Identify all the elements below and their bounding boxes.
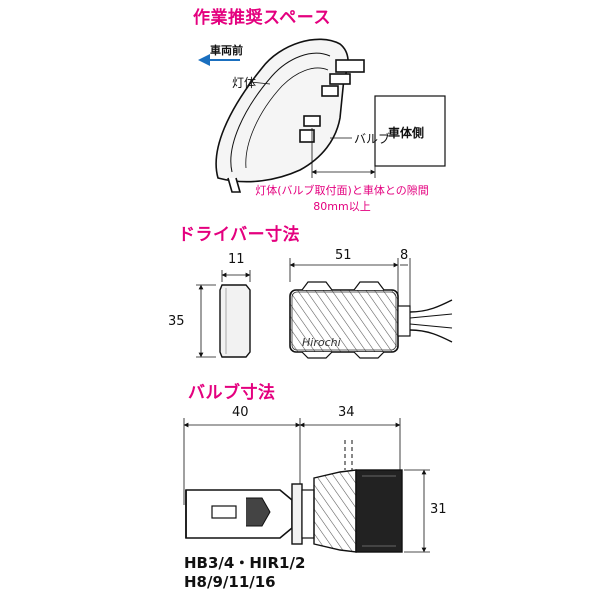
bulb-base-dim: 40 bbox=[232, 405, 249, 420]
driver-height-dim: 35 bbox=[168, 314, 185, 329]
driver-connector-dim: 8 bbox=[400, 248, 409, 263]
vehicle-front-label: 車両前 bbox=[210, 44, 243, 57]
model-line-1: HB3/4・HIR1/2 bbox=[184, 554, 306, 572]
driver-width-side-dim: 11 bbox=[228, 252, 245, 267]
bulb-head-dim: 34 bbox=[338, 405, 355, 420]
driver-top-view bbox=[289, 281, 453, 359]
gap-note-line1: 灯体(バルブ取付面)と車体との隙間 bbox=[255, 184, 429, 197]
gap-note: 灯体(バルブ取付面)と車体との隙間 80mm以上 bbox=[232, 182, 452, 214]
bulb-drawing bbox=[185, 440, 403, 553]
bulb-section-title: バルブ寸法 bbox=[188, 383, 276, 403]
vehicle-front-arrow bbox=[198, 54, 240, 66]
vehicle-body-panel bbox=[374, 95, 446, 167]
model-line-2: H8/9/11/16 bbox=[184, 573, 276, 591]
housing-label: 灯体 bbox=[232, 76, 257, 90]
headlight-housing bbox=[215, 38, 365, 193]
watermark: Hirochi bbox=[302, 336, 341, 349]
driver-side-view bbox=[219, 284, 251, 358]
vehicle-body-label: 車体側 bbox=[388, 126, 425, 140]
driver-section-title: ドライバー寸法 bbox=[178, 225, 301, 245]
space-section-title: 作業推奨スペース bbox=[193, 8, 331, 28]
driver-length-dim: 51 bbox=[335, 248, 352, 263]
bulb-label: バルブ bbox=[354, 132, 391, 146]
bulb-diameter-dim: 31 bbox=[430, 502, 447, 517]
gap-note-line2: 80mm以上 bbox=[313, 200, 371, 213]
